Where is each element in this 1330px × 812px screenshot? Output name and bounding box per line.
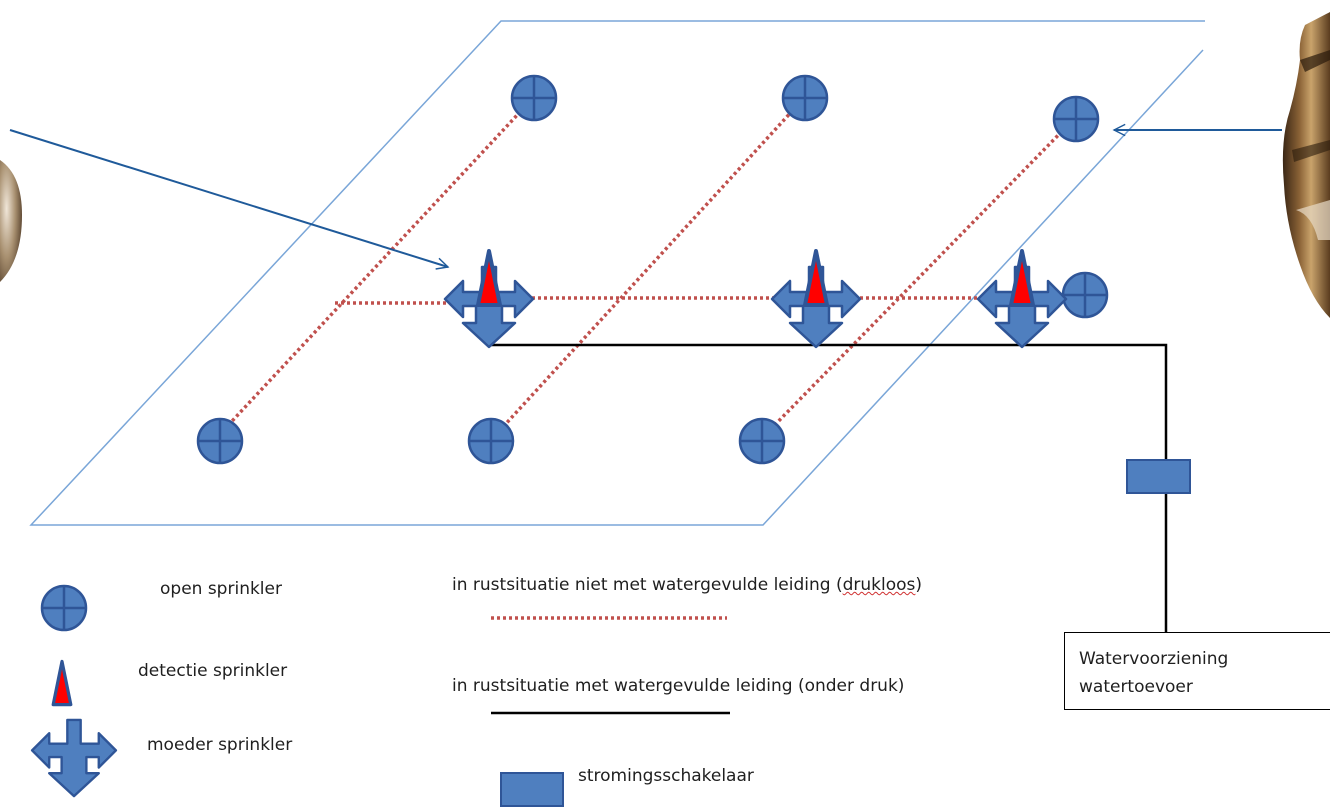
water-supply-line1: Watervoorziening bbox=[1079, 649, 1229, 669]
left-sprinkler-photo-fragment bbox=[0, 160, 22, 282]
legend-dry-pipe-label: in rustsituatie niet met watergevulde le… bbox=[452, 575, 923, 595]
pointer-arrow-left bbox=[9, 129, 448, 267]
open-sprinkler bbox=[781, 74, 829, 122]
open-sprinkler bbox=[738, 417, 786, 465]
floor-plane-outline bbox=[29, 20, 1205, 526]
legend-open-sprinkler-label: open sprinkler bbox=[160, 579, 282, 599]
legend-open-sprinkler-icon bbox=[40, 584, 88, 632]
mother-sprinklers bbox=[443, 265, 1068, 349]
legend-detection-sprinkler-label: detectie sprinkler bbox=[138, 661, 288, 681]
open-sprinkler bbox=[510, 74, 558, 122]
open-sprinklers bbox=[196, 74, 1109, 465]
flow-switch bbox=[1126, 459, 1191, 494]
water-supply-box: Watervoorziening watertoevoer bbox=[1064, 632, 1330, 710]
legend-mother-sprinkler-icon bbox=[30, 718, 118, 798]
dry-branch-pipes bbox=[218, 95, 1078, 442]
legend-detection-sprinkler-icon bbox=[51, 659, 73, 707]
water-supply-line2: watertoevoer bbox=[1079, 677, 1193, 697]
open-sprinkler bbox=[467, 417, 515, 465]
wet-main-pipe bbox=[489, 343, 1168, 632]
right-sprinkler-photo-fragment bbox=[1282, 12, 1330, 318]
legend-mother-sprinkler-label: moeder sprinkler bbox=[147, 735, 293, 755]
legend-wet-pipe-label: in rustsituatie met watergevulde leiding… bbox=[452, 676, 905, 696]
open-sprinkler bbox=[1052, 95, 1100, 143]
open-sprinkler bbox=[1061, 271, 1109, 319]
legend-flow-switch-icon bbox=[500, 772, 564, 807]
open-sprinkler bbox=[196, 417, 244, 465]
legend-symbols bbox=[30, 584, 730, 807]
legend-flow-switch-label: stromingsschakelaar bbox=[578, 766, 754, 786]
